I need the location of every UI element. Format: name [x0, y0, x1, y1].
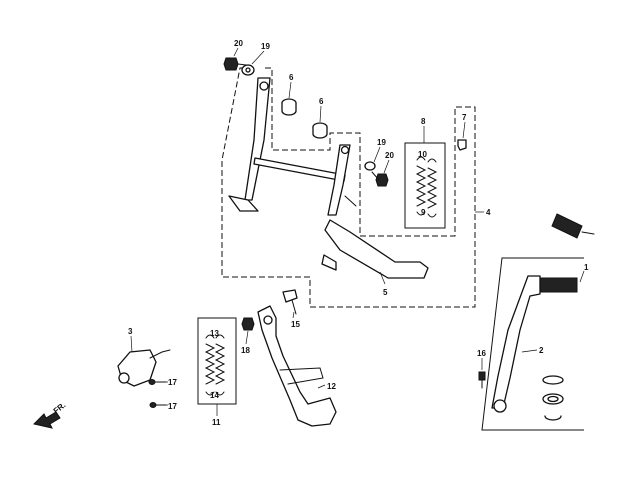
- callout-17-lower: 17: [168, 402, 177, 411]
- pin-7: [457, 139, 467, 151]
- spring-set-8-box: [404, 142, 446, 229]
- bolt-16: [478, 371, 486, 389]
- callout-17-upper: 17: [168, 378, 177, 387]
- callout-20-top: 20: [234, 39, 243, 48]
- nut-18: [241, 317, 255, 331]
- callout-20-right: 20: [385, 151, 394, 160]
- main-stand: [228, 77, 429, 279]
- callout-3: 3: [128, 327, 133, 336]
- side-stand-switch: [117, 349, 171, 387]
- screw-17-upper: [148, 379, 167, 385]
- callout-4: 4: [486, 208, 491, 217]
- callout-11: 11: [212, 418, 221, 427]
- collar-6-upper: [281, 98, 297, 116]
- callout-8: 8: [421, 117, 426, 126]
- side-stand: [257, 305, 337, 427]
- spring-9: [426, 158, 438, 218]
- callout-16: 16: [477, 349, 486, 358]
- callout-13: 13: [210, 329, 219, 338]
- callout-12: 12: [327, 382, 336, 391]
- callout-19-right: 19: [377, 138, 386, 147]
- washer-19-right: [364, 161, 376, 171]
- callout-5: 5: [383, 288, 388, 297]
- spring-14: [214, 334, 226, 396]
- callout-10: 10: [418, 150, 427, 159]
- callout-2: 2: [539, 346, 544, 355]
- kick-starter-arm: [491, 275, 578, 413]
- bolt-15: [282, 289, 298, 315]
- callout-18: 18: [241, 346, 250, 355]
- callout-6-lower: 6: [319, 97, 324, 106]
- main-stand-assembly-outline: [221, 67, 476, 308]
- kick-arm-assembly-box: [481, 257, 584, 431]
- spring-10: [415, 156, 427, 216]
- callout-7: 7: [462, 113, 467, 122]
- spring-13: [204, 334, 216, 396]
- callout-1: 1: [584, 263, 589, 272]
- bolt-20-right: [371, 171, 389, 187]
- callout-6-upper: 6: [289, 73, 294, 82]
- callout-15: 15: [291, 320, 300, 329]
- callout-9: 9: [421, 208, 426, 217]
- washer-19-top: [241, 64, 255, 76]
- screw-17-lower: [149, 402, 167, 408]
- callout-19-top: 19: [261, 42, 270, 51]
- kick-arm-washers: [542, 375, 564, 421]
- bolt-20-top: [223, 57, 247, 71]
- front-direction-arrow: [33, 411, 61, 429]
- leader-lines: [130, 47, 585, 416]
- kick-rubber-loose: [551, 213, 595, 239]
- collar-6-lower: [312, 122, 328, 139]
- callout-14: 14: [210, 391, 219, 400]
